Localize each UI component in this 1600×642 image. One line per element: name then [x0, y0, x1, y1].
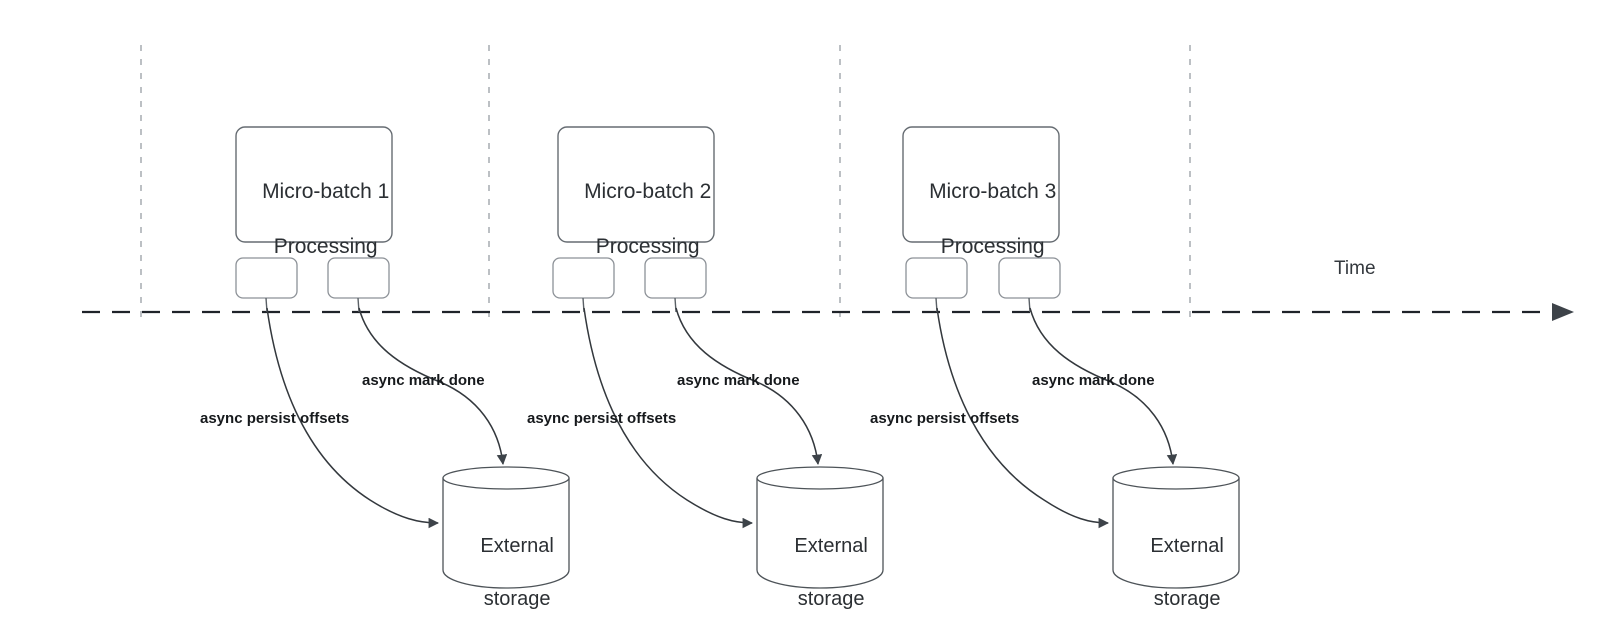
microbatch-label-2: Micro-batch 2 Processing [558, 150, 714, 289]
storage-label-1: External storage [443, 507, 569, 639]
edge-label-persist-offsets-3: async persist offsets [870, 410, 1020, 427]
storage-cylinder-body-2 [756, 478, 884, 589]
edge-label-persist-offsets-2: async persist offsets [527, 410, 677, 427]
microbatch-label-3-line1: Micro-batch 3 [929, 179, 1057, 203]
edge-label-mark-done-1: async mark done [362, 372, 485, 389]
edge-mark-done-3 [1029, 307, 1178, 466]
edge-label-mark-done-3: async mark done [1032, 372, 1155, 389]
microbatch-label-1: Micro-batch 1 Processing [236, 150, 392, 289]
edge-persist-offsets-1 [266, 307, 440, 529]
storage-cylinder-top-2 [756, 466, 884, 490]
storage-cylinder-top-1 [442, 466, 570, 490]
microbatch-label-3-line2: Processing [940, 235, 1045, 259]
timeline-arrow-icon [1552, 303, 1574, 321]
edge-label-persist-offsets-1: async persist offsets [200, 410, 350, 427]
microbatch-box-2[interactable] [557, 126, 715, 243]
storage-label-3-line2: storage [1153, 588, 1221, 611]
time-axis-label: Time [1334, 258, 1376, 279]
microbatch-label-1-line1: Micro-batch 1 [262, 179, 390, 203]
storage-label-3-line1: External [1150, 535, 1224, 558]
storage-label-1-line2: storage [483, 588, 551, 611]
storage-cylinder-body-1 [442, 478, 570, 589]
storage-label-2: External storage [757, 507, 883, 639]
microbatch-label-2-line2: Processing [595, 235, 700, 259]
storage-label-1-line1: External [480, 535, 554, 558]
microbatch-label-2-line1: Micro-batch 2 [584, 179, 712, 203]
storage-label-3: External storage [1113, 507, 1239, 639]
edge-mark-done-2 [675, 307, 823, 466]
storage-label-2-line1: External [794, 535, 868, 558]
microbatch-label-1-line2: Processing [273, 235, 378, 259]
microbatch-box-1[interactable] [235, 126, 393, 243]
microbatch-box-3[interactable] [902, 126, 1060, 243]
storage-cylinder-body-3 [1112, 478, 1240, 589]
microbatch-label-3: Micro-batch 3 Processing [903, 150, 1059, 289]
edge-label-mark-done-2: async mark done [677, 372, 800, 389]
edge-persist-offsets-2 [583, 307, 754, 529]
edge-mark-done-1 [358, 307, 508, 466]
storage-cylinder-top-3 [1112, 466, 1240, 490]
edge-persist-offsets-3 [936, 307, 1110, 529]
storage-label-2-line2: storage [797, 588, 865, 611]
